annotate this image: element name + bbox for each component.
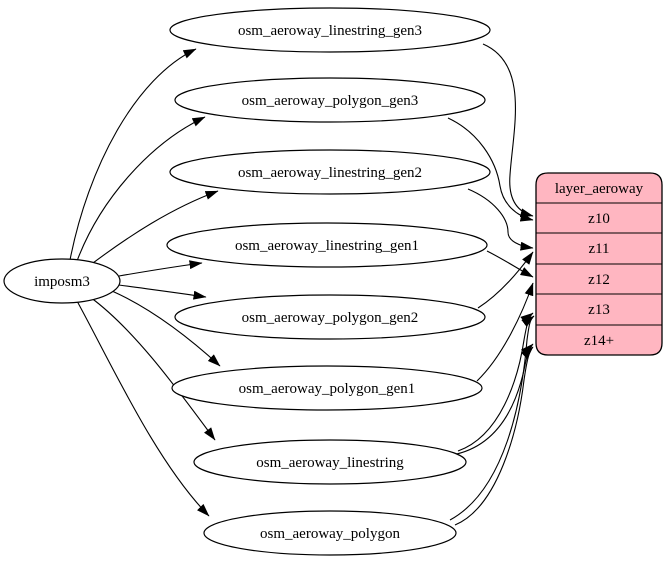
edge-imposm3-to-osm_aeroway_linestring (89, 296, 216, 441)
edge-osm_aeroway_linestring_gen3-to-z10 (482, 43, 534, 218)
table-ellipse (203, 510, 457, 556)
layer-row-z10: z10 (588, 211, 610, 227)
node-osm_aeroway_linestring: osm_aeroway_linestring (193, 439, 467, 485)
table-label: osm_aeroway_linestring (256, 455, 404, 471)
layer-row-z14: z14+ (584, 333, 614, 349)
table-ellipse (166, 222, 488, 268)
table-ellipse (169, 149, 491, 195)
table-label: osm_aeroway_linestring_gen3 (238, 23, 422, 39)
edge-imposm3-to-osm_aeroway_polygon_gen1 (111, 290, 221, 367)
table-ellipse (174, 77, 486, 123)
layer-row-z13: z13 (588, 302, 610, 318)
node-osm_aeroway_linestring_gen2: osm_aeroway_linestring_gen2 (169, 149, 491, 195)
edge-osm_aeroway_polygon-to-z14 (454, 346, 534, 526)
edge-group-layer (447, 43, 535, 526)
edge-osm_aeroway_polygon_gen3-to-z10 (447, 117, 534, 222)
edge-group-fanout (69, 48, 221, 517)
edge-osm_aeroway_polygon-to-z13 (449, 315, 535, 521)
table-label: osm_aeroway_polygon_gen2 (242, 310, 419, 326)
table-label: osm_aeroway_linestring_gen1 (235, 238, 419, 254)
edge-osm_aeroway_linestring_gen1-to-z12 (486, 250, 534, 278)
node-osm_aeroway_polygon_gen3: osm_aeroway_polygon_gen3 (174, 77, 486, 123)
edge-imposm3-to-osm_aeroway_polygon (76, 300, 210, 517)
edge-imposm3-to-osm_aeroway_linestring_gen1 (118, 260, 203, 277)
table-label: osm_aeroway_linestring_gen2 (238, 165, 422, 181)
edge-osm_aeroway_polygon_gen1-to-z12 (476, 282, 534, 382)
node-osm_aeroway_polygon_gen2: osm_aeroway_polygon_gen2 (174, 294, 486, 340)
node-osm_aeroway_linestring_gen3: osm_aeroway_linestring_gen3 (169, 7, 491, 53)
node-osm_aeroway_polygon: osm_aeroway_polygon (203, 510, 457, 556)
layer-row-z12: z12 (588, 272, 610, 288)
edge-imposm3-to-osm_aeroway_polygon_gen2 (118, 284, 207, 300)
imposm3-ellipse (3, 258, 121, 304)
layer-row-z11: z11 (588, 241, 609, 257)
node-imposm3: imposm3 (3, 258, 121, 304)
imposm3-label: imposm3 (34, 274, 90, 290)
edge-osm_aeroway_polygon_gen2-to-z11 (477, 251, 534, 309)
edge-imposm3-to-osm_aeroway_linestring_gen2 (88, 190, 219, 267)
table-ellipse (193, 439, 467, 485)
layer-title: layer_aeroway (555, 181, 644, 197)
table-label: osm_aeroway_polygon_gen3 (242, 93, 419, 109)
table-ellipse (169, 7, 491, 53)
table-label: osm_aeroway_polygon (260, 526, 400, 542)
node-layer_aeroway: layer_aeroway z10 z11 z12 z13 z14+ (535, 172, 663, 356)
edge-imposm3-to-osm_aeroway_polygon_gen3 (76, 116, 206, 262)
node-osm_aeroway_polygon_gen1: osm_aeroway_polygon_gen1 (171, 365, 483, 411)
edge-imposm3-to-osm_aeroway_linestring_gen3 (69, 48, 197, 261)
table-ellipse (171, 365, 483, 411)
table-label: osm_aeroway_polygon_gen1 (239, 381, 416, 397)
node-osm_aeroway_linestring_gen1: osm_aeroway_linestring_gen1 (166, 222, 488, 268)
edge-osm_aeroway_linestring_gen2-to-z11 (467, 188, 534, 251)
table-ellipse (174, 294, 486, 340)
